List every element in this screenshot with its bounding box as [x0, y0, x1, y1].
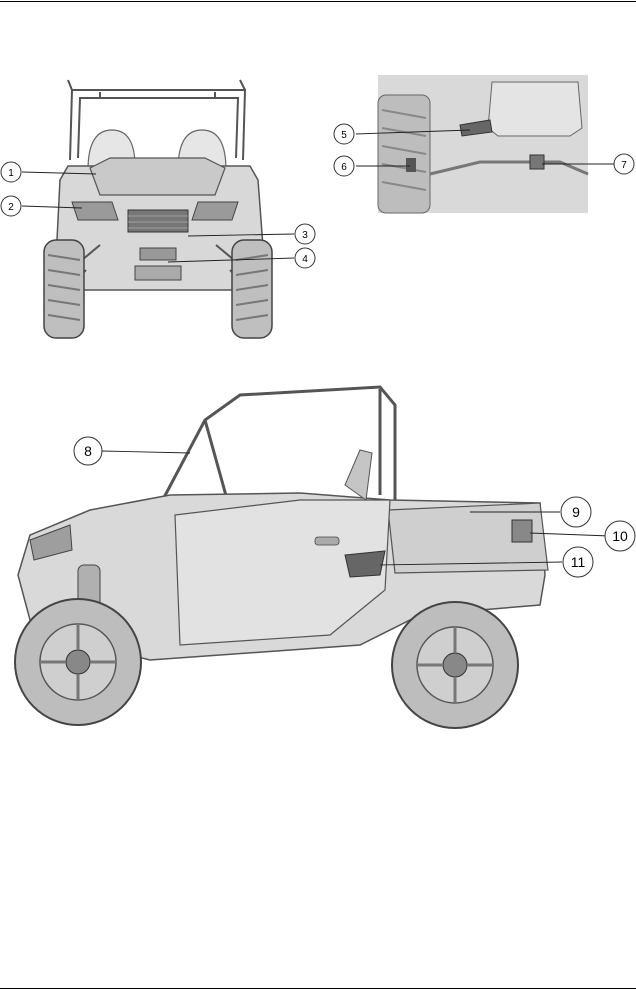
callout-7: 7 [621, 160, 627, 171]
top-rule [0, 1, 636, 2]
callout-2: 2 [8, 202, 14, 213]
front-view-illustration: 1 2 3 4 [0, 70, 330, 350]
callout-9: 9 [572, 504, 580, 520]
callout-6: 6 [341, 162, 347, 173]
underside-detail-figure: 5 6 7 [330, 70, 636, 220]
front-view-figure: 1 2 3 4 [0, 70, 330, 350]
callout-4: 4 [302, 254, 308, 265]
callout-11: 11 [571, 554, 586, 570]
callout-1: 1 [8, 168, 14, 179]
callout-8: 8 [84, 443, 92, 459]
side-view-illustration: 8 9 10 11 [0, 375, 636, 735]
side-view-figure: 8 9 10 11 [0, 375, 636, 735]
underside-detail-illustration: 5 6 7 [330, 70, 636, 220]
callout-10: 10 [612, 528, 628, 544]
bottom-rule [0, 988, 636, 989]
callout-3: 3 [302, 230, 308, 241]
callout-5: 5 [341, 130, 347, 141]
